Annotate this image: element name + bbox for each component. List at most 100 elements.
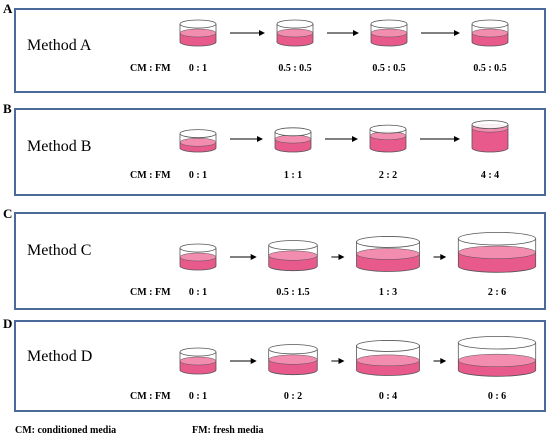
ratio-b-4: 4 : 4 bbox=[480, 170, 500, 181]
culture-dish-b-1 bbox=[179, 129, 217, 153]
ratio-c-1: 0 : 1 bbox=[188, 287, 208, 298]
dish-rim bbox=[179, 347, 217, 357]
ratio-a-3: 0.5 : 0.5 bbox=[372, 63, 406, 74]
dish-wall bbox=[369, 129, 407, 153]
ratio-c-4: 2 : 6 bbox=[487, 287, 507, 298]
ratio-a-2: 0.5 : 0.5 bbox=[278, 63, 312, 74]
ratio-c-2: 0.5 : 1.5 bbox=[276, 287, 310, 298]
arrow-icon bbox=[421, 30, 460, 36]
culture-dish-d-2 bbox=[268, 344, 318, 376]
medium-surface bbox=[471, 28, 509, 38]
dish-wall bbox=[179, 133, 217, 153]
dish-wall bbox=[268, 349, 318, 376]
arrow-icon bbox=[230, 30, 265, 36]
dish-rim bbox=[276, 19, 314, 29]
medium-surface bbox=[356, 354, 420, 367]
ratio-a-1: 0 : 1 bbox=[188, 63, 208, 74]
dish-wall bbox=[356, 345, 420, 376]
panel-letter-a: A bbox=[3, 1, 13, 16]
ratio-b-3: 2 : 2 bbox=[378, 170, 398, 181]
ratio-d-3: 0 : 4 bbox=[378, 391, 398, 402]
arrow-icon bbox=[420, 136, 460, 142]
medium-surface bbox=[370, 28, 408, 38]
cm-fm-label-c: CM : FM bbox=[130, 287, 171, 298]
ratio-d-4: 0 : 6 bbox=[487, 391, 507, 402]
culture-dish-d-3 bbox=[356, 340, 420, 376]
dish-wall bbox=[471, 24, 509, 47]
medium-surface bbox=[458, 353, 536, 367]
medium-surface bbox=[356, 248, 420, 260]
dish-rim bbox=[457, 335, 537, 350]
dish-wall bbox=[274, 131, 312, 153]
dish-wall bbox=[276, 24, 314, 47]
panel-letter-d: D bbox=[3, 316, 13, 331]
dish-rim bbox=[179, 19, 217, 29]
culture-dish-d-1 bbox=[179, 347, 217, 375]
dish-rim bbox=[370, 19, 408, 29]
arrow-icon bbox=[433, 254, 447, 260]
dish-wall bbox=[471, 124, 509, 153]
legend-fresh-media: FM: fresh media bbox=[192, 425, 264, 436]
dish-rim bbox=[274, 127, 312, 137]
dish-wall bbox=[356, 241, 420, 272]
dish-rim bbox=[457, 231, 537, 246]
method-title-a: Method A bbox=[27, 37, 92, 54]
arrow-icon bbox=[230, 358, 257, 364]
ratio-b-1: 0 : 1 bbox=[188, 170, 208, 181]
medium-surface bbox=[268, 354, 318, 365]
arrow-icon bbox=[327, 30, 359, 36]
ratio-d-1: 0 : 1 bbox=[188, 391, 208, 402]
medium-surface bbox=[179, 137, 217, 147]
ratio-b-2: 1 : 1 bbox=[283, 170, 303, 181]
dish-rim bbox=[356, 340, 420, 352]
culture-dish-a-4 bbox=[471, 19, 509, 47]
culture-dish-a-3 bbox=[370, 19, 408, 47]
culture-dish-c-4 bbox=[457, 231, 537, 273]
dish-rim bbox=[356, 236, 420, 248]
dish-rim bbox=[179, 243, 217, 253]
arrow-icon bbox=[230, 136, 263, 142]
dish-rim bbox=[268, 344, 318, 355]
legend-conditioned-media: CM: conditioned media bbox=[15, 425, 117, 436]
dish-rim bbox=[369, 124, 407, 134]
dish-wall bbox=[179, 24, 217, 47]
dish-rim bbox=[471, 120, 509, 129]
arrow-icon bbox=[230, 254, 257, 260]
method-title-c: Method C bbox=[27, 242, 92, 259]
culture-dish-c-1 bbox=[179, 243, 217, 271]
dish-wall bbox=[179, 352, 217, 375]
medium-fill bbox=[370, 135, 406, 152]
ratio-c-3: 1 : 3 bbox=[378, 287, 398, 298]
medium-surface bbox=[274, 134, 312, 144]
dish-rim bbox=[471, 19, 509, 29]
culture-dish-c-3 bbox=[356, 236, 420, 272]
culture-dish-c-2 bbox=[268, 240, 318, 272]
medium-surface bbox=[276, 28, 314, 38]
panel-b bbox=[14, 108, 546, 196]
arrow-icon bbox=[325, 136, 358, 142]
culture-dish-d-4 bbox=[457, 335, 537, 377]
dish-rim bbox=[179, 129, 217, 139]
arrow-icon bbox=[331, 358, 345, 364]
method-title-d: Method D bbox=[27, 348, 93, 365]
culture-dish-a-1 bbox=[179, 19, 217, 47]
dish-wall bbox=[457, 238, 537, 273]
medium-surface bbox=[179, 356, 217, 366]
culture-dish-b-2 bbox=[274, 127, 312, 153]
culture-dish-a-2 bbox=[276, 19, 314, 47]
panel-letter-c: C bbox=[3, 206, 13, 221]
method-title-b: Method B bbox=[27, 138, 92, 155]
cm-fm-label-a: CM : FM bbox=[130, 63, 171, 74]
dish-wall bbox=[268, 245, 318, 272]
cm-fm-label-d: CM : FM bbox=[130, 391, 171, 402]
ratio-d-2: 0 : 2 bbox=[283, 391, 303, 402]
medium-surface bbox=[458, 245, 536, 259]
medium-fill bbox=[472, 128, 508, 152]
medium-surface bbox=[179, 252, 217, 262]
culture-dish-b-4 bbox=[471, 120, 509, 153]
culture-dish-b-3 bbox=[369, 124, 407, 153]
dish-wall bbox=[457, 342, 537, 377]
arrow-icon bbox=[331, 254, 345, 260]
dish-rim bbox=[268, 240, 318, 251]
